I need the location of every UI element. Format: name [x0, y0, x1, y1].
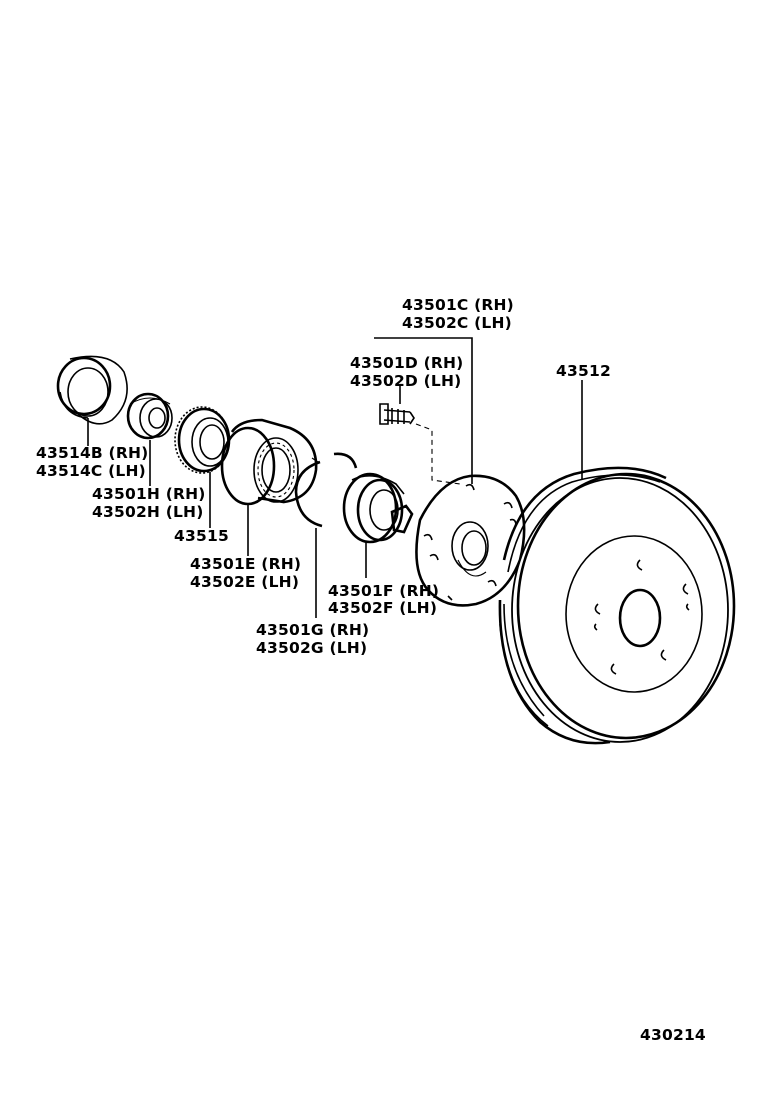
label-sensor-rotor: 43515	[174, 527, 229, 545]
label-snap-ring-rh: 43501G (RH)	[256, 621, 369, 639]
label-outer-bearing-lh: 43502H (LH)	[92, 503, 204, 521]
label-bearing-race-rh: 43501E (RH)	[190, 555, 301, 573]
snap-ring	[294, 452, 358, 528]
label-oil-seal-lh: 43502F (LH)	[328, 599, 437, 617]
label-grease-cap-lh: 43514C (LH)	[36, 462, 146, 480]
label-axle-hub-rh: 43501C (RH)	[402, 296, 514, 314]
hub-bolt	[379, 403, 461, 485]
diagram-number: 430214	[640, 1026, 706, 1044]
label-hub-bolt-lh: 43502D (LH)	[350, 372, 461, 390]
disc-rotor	[498, 466, 736, 745]
axle-hub	[390, 474, 526, 607]
label-axle-hub-lh: 43502C (LH)	[402, 314, 512, 332]
label-outer-bearing-rh: 43501H (RH)	[92, 485, 206, 503]
leader-lines	[87, 337, 583, 618]
label-oil-seal-rh: 43501F (RH)	[328, 582, 439, 600]
label-grease-cap-rh: 43514B (RH)	[36, 444, 148, 462]
outer-bearing	[126, 392, 173, 440]
label-bearing-race-lh: 43502E (LH)	[190, 573, 299, 591]
bearing-race	[220, 418, 318, 506]
label-hub-bolt-rh: 43501D (RH)	[350, 354, 463, 372]
label-snap-ring-lh: 43502G (LH)	[256, 639, 367, 657]
grease-cap	[56, 355, 128, 425]
oil-seal	[342, 472, 405, 544]
label-disc: 43512	[556, 362, 611, 380]
